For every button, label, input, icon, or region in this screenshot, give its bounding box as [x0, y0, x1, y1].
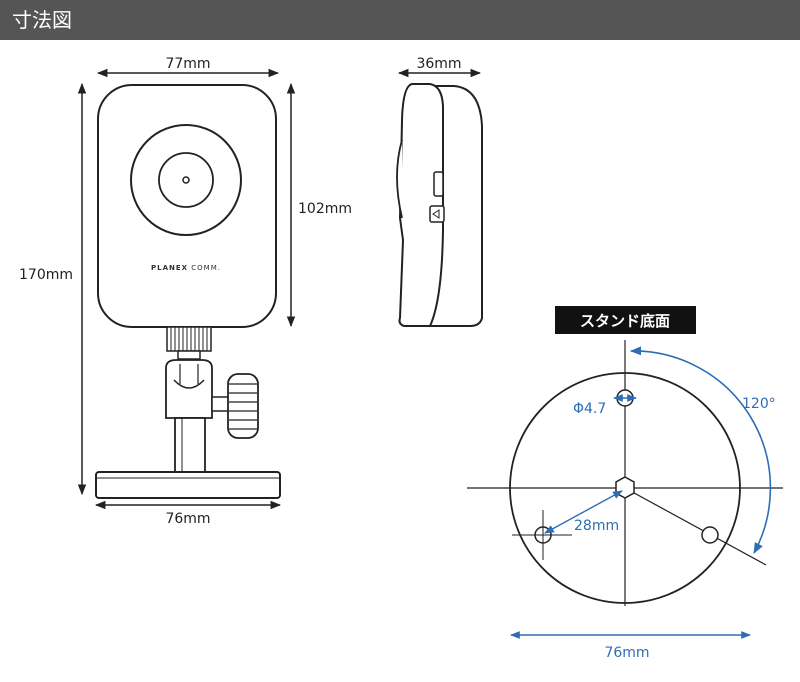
total-height-label: 170mm — [19, 267, 73, 283]
side-lens-bump — [396, 139, 403, 219]
side-button — [429, 205, 445, 223]
front-view: 77mm 170mm 102mm PLANEX COMM. — [19, 56, 352, 527]
radius-label: 28mm — [574, 518, 619, 534]
side-front-face — [398, 83, 444, 327]
stand-bottom-title-bg — [555, 306, 696, 334]
page-title: 寸法図 — [12, 8, 72, 32]
stand-base — [95, 471, 281, 499]
stand-bottom-view: スタンド底面 120° Φ4.7 28mm 76mm — [467, 306, 783, 661]
radius-dimension-line — [544, 490, 623, 534]
base-width-label: 76mm — [165, 511, 210, 527]
bottom-diameter-label: 76mm — [604, 645, 649, 661]
side-view: 36mm — [396, 56, 483, 327]
angle-label: 120° — [742, 396, 776, 412]
thumb-screw-knob — [227, 373, 259, 439]
lens-dot — [182, 176, 190, 184]
threaded-neck — [166, 326, 212, 360]
header-bar: 寸法図 — [0, 0, 800, 40]
depth-label: 36mm — [416, 56, 461, 72]
width-label: 77mm — [165, 56, 210, 72]
brand-logo: PLANEX COMM. — [151, 264, 221, 272]
angle-arc — [629, 346, 772, 554]
radial-line — [624, 487, 767, 566]
hinge-joint — [165, 359, 213, 419]
body-height-label: 102mm — [298, 201, 352, 217]
screw-hole-right — [701, 526, 719, 544]
hole-diameter-label: Φ4.7 — [573, 401, 606, 417]
stand-bottom-title: スタンド底面 — [580, 312, 670, 330]
sd-card-slot — [433, 171, 444, 197]
center-hex — [615, 476, 635, 499]
stand-pole — [174, 417, 206, 474]
